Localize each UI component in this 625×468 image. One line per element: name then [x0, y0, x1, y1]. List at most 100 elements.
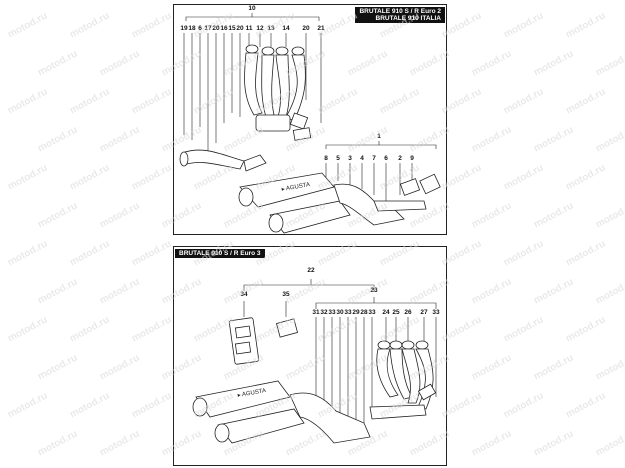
- part-label: 1: [377, 133, 381, 140]
- watermark-text: motod.ru: [439, 238, 484, 269]
- watermark-text: motod.ru: [253, 10, 298, 41]
- watermark-text: motod.ru: [501, 314, 546, 345]
- watermark-text: motod.ru: [439, 86, 484, 117]
- watermark-text: motod.ru: [159, 276, 204, 307]
- exhaust-drawing-euro3: ▸ AGUSTA: [192, 279, 437, 444]
- watermark-text: motod.ru: [563, 10, 608, 41]
- part-label: 28: [360, 309, 368, 316]
- part-label: 19: [180, 25, 188, 32]
- watermark-text: motod.ru: [407, 352, 452, 383]
- watermark-text: motod.ru: [377, 238, 422, 269]
- part-label: 12: [256, 25, 264, 32]
- watermark-text: motod.ru: [191, 314, 236, 345]
- watermark-text: motod.ru: [439, 162, 484, 193]
- watermark-text: motod.ru: [501, 390, 546, 421]
- watermark-text: motod.ru: [129, 162, 174, 193]
- watermark-text: motod.ru: [593, 276, 625, 307]
- watermark-text: motod.ru: [407, 48, 452, 79]
- part-label: 8: [324, 155, 328, 162]
- part-label: 33: [328, 309, 336, 316]
- watermark-text: motod.ru: [129, 10, 174, 41]
- watermark-text: motod.ru: [253, 314, 298, 345]
- part-label: 4: [360, 155, 364, 162]
- watermark-text: motod.ru: [97, 428, 142, 459]
- watermark-text: motod.ru: [531, 124, 576, 155]
- watermark-text: motod.ru: [469, 276, 514, 307]
- watermark-text: motod.ru: [129, 390, 174, 421]
- watermark-text: motod.ru: [35, 428, 80, 459]
- watermark-text: motod.ru: [129, 238, 174, 269]
- svg-text:▸ AGUSTA: ▸ AGUSTA: [281, 182, 310, 193]
- watermark-text: motod.ru: [345, 276, 390, 307]
- part-label: 30: [336, 309, 344, 316]
- watermark-text: motod.ru: [469, 124, 514, 155]
- watermark-text: motod.ru: [35, 200, 80, 231]
- part-label: 35: [282, 291, 290, 298]
- part-label: 24: [382, 309, 390, 316]
- watermark-text: motod.ru: [345, 48, 390, 79]
- part-label: 26: [404, 309, 412, 316]
- watermark-text: motod.ru: [159, 352, 204, 383]
- watermark-text: motod.ru: [563, 86, 608, 117]
- part-label: 2: [398, 155, 402, 162]
- watermark-text: motod.ru: [531, 48, 576, 79]
- watermark-text: motod.ru: [407, 124, 452, 155]
- watermark-text: motod.ru: [593, 200, 625, 231]
- watermark-text: motod.ru: [315, 314, 360, 345]
- watermark-text: motod.ru: [221, 352, 266, 383]
- watermark-text: motod.ru: [35, 352, 80, 383]
- watermark-text: motod.ru: [531, 200, 576, 231]
- watermark-text: motod.ru: [67, 390, 112, 421]
- watermark-text: motod.ru: [531, 352, 576, 383]
- part-label: 16: [220, 25, 228, 32]
- watermark-text: motod.ru: [221, 124, 266, 155]
- watermark-text: motod.ru: [5, 10, 50, 41]
- watermark-text: motod.ru: [469, 200, 514, 231]
- part-label: 18: [188, 25, 196, 32]
- watermark-text: motod.ru: [159, 124, 204, 155]
- part-label: 21: [317, 25, 325, 32]
- watermark-text: motod.ru: [5, 162, 50, 193]
- watermark-text: motod.ru: [159, 48, 204, 79]
- watermark-text: motod.ru: [159, 428, 204, 459]
- watermark-text: motod.ru: [377, 162, 422, 193]
- watermark-text: motod.ru: [593, 428, 625, 459]
- watermark-text: motod.ru: [283, 48, 328, 79]
- watermark-text: motod.ru: [377, 86, 422, 117]
- part-label: 14: [282, 25, 290, 32]
- watermark-text: motod.ru: [253, 86, 298, 117]
- watermark-text: motod.ru: [531, 276, 576, 307]
- watermark-text: motod.ru: [97, 48, 142, 79]
- watermark-text: motod.ru: [593, 48, 625, 79]
- watermark-text: motod.ru: [407, 276, 452, 307]
- watermark-text: motod.ru: [439, 390, 484, 421]
- watermark-text: motod.ru: [35, 276, 80, 307]
- watermark-text: motod.ru: [315, 390, 360, 421]
- title-line-1: BRUTALE 910 S / R Euro 2: [359, 8, 441, 15]
- part-label: 7: [372, 155, 376, 162]
- watermark-text: motod.ru: [469, 48, 514, 79]
- part-label: 27: [420, 309, 428, 316]
- watermark-text: motod.ru: [593, 124, 625, 155]
- watermark-text: motod.ru: [501, 162, 546, 193]
- watermark-text: motod.ru: [283, 352, 328, 383]
- watermark-text: motod.ru: [5, 314, 50, 345]
- watermark-text: motod.ru: [531, 428, 576, 459]
- watermark-text: motod.ru: [315, 238, 360, 269]
- watermark-text: motod.ru: [283, 276, 328, 307]
- watermark-text: motod.ru: [67, 314, 112, 345]
- part-label: 10: [248, 5, 256, 12]
- part-label: 3: [348, 155, 352, 162]
- watermark-text: motod.ru: [253, 390, 298, 421]
- watermark-text: motod.ru: [593, 352, 625, 383]
- svg-text:▸ AGUSTA: ▸ AGUSTA: [237, 388, 266, 399]
- part-label: 6: [384, 155, 388, 162]
- watermark-text: motod.ru: [129, 86, 174, 117]
- watermark-text: motod.ru: [407, 428, 452, 459]
- watermark-text: motod.ru: [129, 314, 174, 345]
- watermark-text: motod.ru: [67, 238, 112, 269]
- part-label: 20: [212, 25, 220, 32]
- part-label: 34: [240, 291, 248, 298]
- watermark-text: motod.ru: [97, 276, 142, 307]
